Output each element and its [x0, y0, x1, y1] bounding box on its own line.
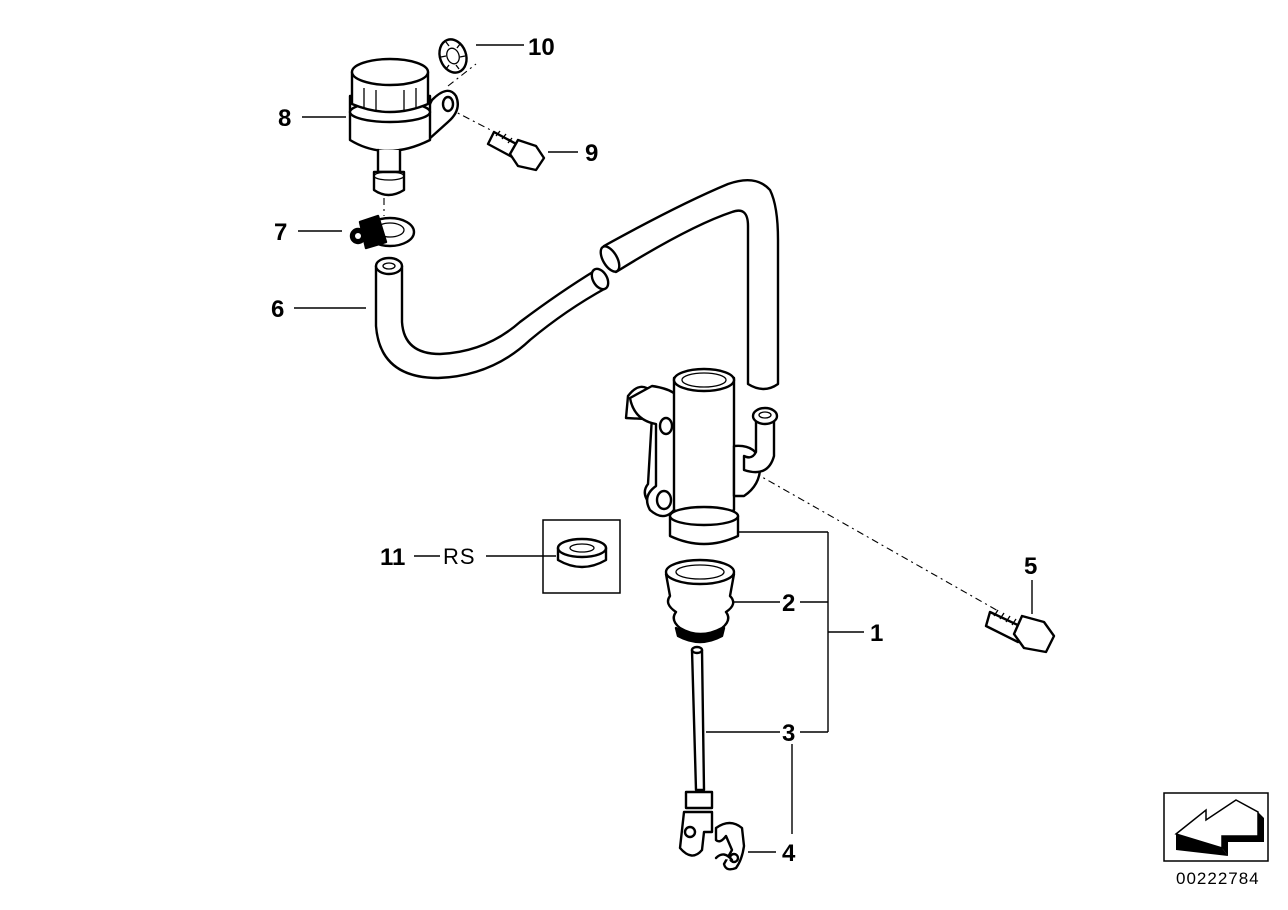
document-number: 00222784 [1176, 869, 1260, 888]
callout-4: 4 [782, 840, 796, 867]
assembly-axis-line-reservoir [447, 107, 511, 141]
callout-1: 1 [870, 620, 883, 647]
callout-5: 5 [1024, 553, 1037, 580]
washer-part[interactable] [435, 36, 471, 77]
clip-part[interactable] [714, 821, 746, 871]
hose-clamp-part[interactable] [349, 214, 416, 250]
assembly-axis-line [664, 421, 1001, 613]
callout-3: 3 [782, 720, 795, 747]
callout-7: 7 [274, 219, 287, 246]
master-cylinder-housing[interactable] [624, 367, 779, 546]
callout-2: 2 [782, 590, 795, 617]
hose-part[interactable] [374, 178, 780, 391]
push-rod-part[interactable] [678, 645, 714, 857]
cylinder-bolt-part[interactable] [984, 609, 1056, 654]
reservoir-bolt-part[interactable] [486, 130, 546, 172]
boot-part[interactable] [664, 558, 736, 644]
repair-set-label: RS [443, 544, 476, 569]
callout-9: 9 [585, 140, 598, 167]
callout-10: 10 [528, 34, 555, 61]
callout-11: 11 [380, 544, 405, 571]
callout-8: 8 [278, 105, 291, 132]
leader-lines [294, 44, 1033, 853]
assembly-axis-line-washer [447, 63, 477, 87]
reservoir-part[interactable] [348, 57, 459, 197]
direction-arrow-icon [1163, 792, 1269, 862]
callout-6: 6 [271, 296, 284, 323]
